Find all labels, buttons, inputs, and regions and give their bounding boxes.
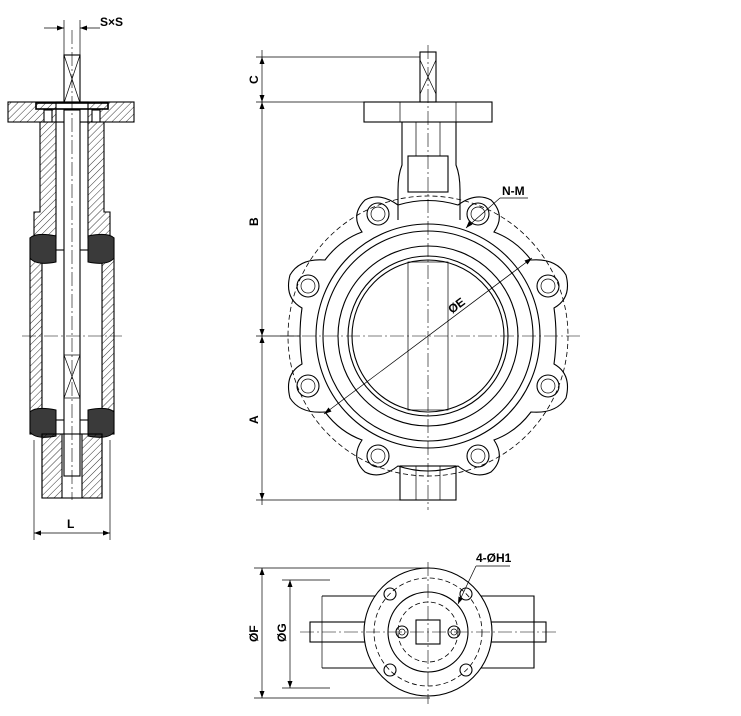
bolt-circle-label: ØE [445, 295, 467, 317]
bolt-holes [296, 202, 560, 468]
lug-body-outline [287, 196, 569, 476]
top-holes-leader: 4-ØH1 [457, 551, 512, 605]
dim-g-label: ØG [275, 623, 289, 642]
neck-right-wall [87, 121, 111, 239]
top-view-dimensions: ØF ØG [247, 567, 430, 699]
front-neck [397, 122, 461, 220]
top-holes-label: 4-ØH1 [476, 551, 512, 565]
vertical-dimensions: C B A [247, 50, 420, 505]
seat-seal-bottom-left [29, 407, 57, 438]
stem-square-dimension: S×S [44, 15, 123, 60]
length-dimension: L [33, 440, 111, 540]
bottom-boss [41, 433, 103, 499]
dim-c-label: C [247, 75, 261, 84]
seat-seal-top-left [29, 233, 57, 264]
bolt-holes-label: N-M [502, 184, 525, 198]
top-view: ØF ØG 4-ØH1 [247, 551, 556, 704]
seat-seal-top-right [87, 233, 115, 264]
dim-a-label: A [247, 415, 261, 424]
neck-left-wall [33, 121, 57, 239]
dim-b-label: B [247, 217, 261, 226]
dim-f-label: ØF [247, 625, 261, 642]
length-label: L [67, 517, 74, 531]
stem-square-label: S×S [100, 15, 123, 29]
bolt-holes-leader: N-M [465, 184, 528, 229]
front-view: C B A [247, 45, 580, 510]
side-section-view: S×S [7, 15, 135, 540]
seat-seal-bottom-right [87, 407, 115, 438]
